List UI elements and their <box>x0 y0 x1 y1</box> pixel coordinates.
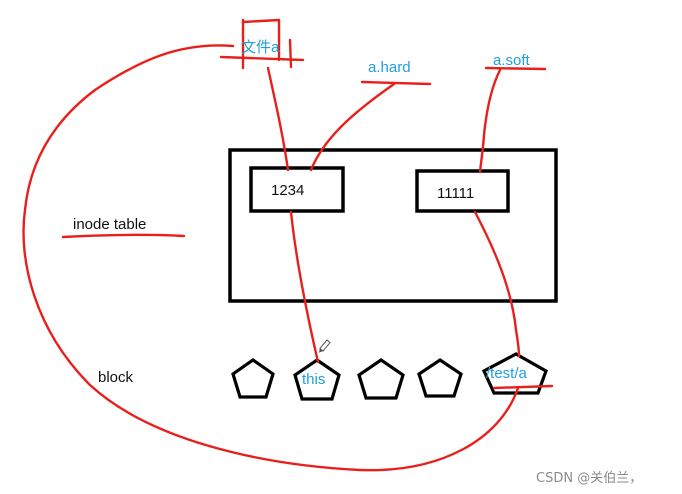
block-pentagon-3 <box>357 358 405 400</box>
a-hard-label: a.hard <box>368 59 411 76</box>
block-pentagon-4 <box>417 358 463 398</box>
a-hard-underline <box>360 80 432 86</box>
file-a-bracket <box>241 18 281 62</box>
block-test-a-label: /test/a <box>486 365 528 382</box>
inode-table-label: inode table <box>73 216 146 233</box>
a-soft-underline <box>484 66 547 71</box>
block-pentagon-2 <box>293 358 341 401</box>
block-label: block <box>98 369 134 386</box>
inode-table-box <box>228 148 558 303</box>
red-annotations <box>22 18 554 472</box>
inode-box-1234 <box>249 166 345 213</box>
block-this-label: this <box>302 371 325 388</box>
a-soft-label: a.soft <box>493 52 531 69</box>
block-pentagon-1 <box>231 358 275 399</box>
a-soft-to-inode-line <box>478 68 502 174</box>
inode-table-underline <box>61 233 186 239</box>
inode-box-11111 <box>415 169 510 213</box>
inode-11111-to-block-line <box>473 210 521 358</box>
test-a-underline <box>492 384 554 390</box>
inode-1234-to-block-line <box>289 210 320 364</box>
csdn-watermark: CSDN @关伯兰， <box>536 471 642 486</box>
inode-number-11111: 11111 <box>437 185 474 202</box>
file-a-to-inode-line <box>266 66 290 172</box>
symlink-loop-curve <box>22 44 520 472</box>
file-a-right-mark <box>288 38 293 69</box>
file-a-underline <box>219 55 305 62</box>
a-hard-to-inode-line <box>309 82 396 172</box>
file-a-label: 文件a <box>241 39 280 56</box>
inode-number-1234: 1234 <box>271 182 304 199</box>
pencil-icon <box>318 339 331 353</box>
